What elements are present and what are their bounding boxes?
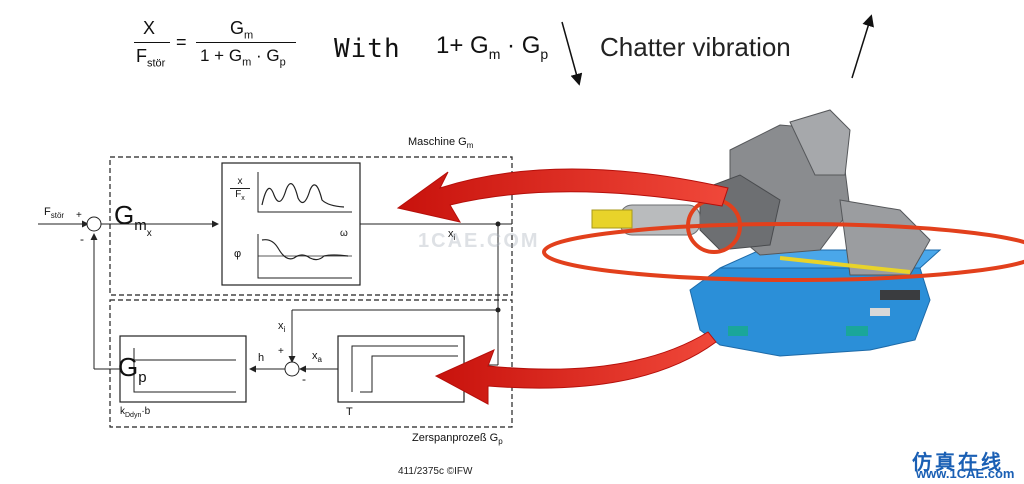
x-over-fx-label: x Fx bbox=[230, 176, 250, 202]
h-label: h bbox=[258, 352, 265, 364]
brand-watermark-url: www.1CAE.com bbox=[916, 466, 1015, 481]
minus-sign-1: - bbox=[80, 232, 84, 246]
xa-label: xa bbox=[312, 350, 322, 365]
machine-label: Maschine Gm bbox=[408, 136, 474, 151]
arrow-to-process bbox=[434, 331, 717, 405]
with-label: With bbox=[334, 34, 401, 64]
delay-step-2 bbox=[360, 355, 458, 393]
machine-highlight-ellipse bbox=[542, 222, 1024, 282]
gm-label: Gmx bbox=[114, 200, 152, 239]
lhs-denominator: Fstör bbox=[136, 46, 166, 70]
delay-t-label: T bbox=[346, 406, 353, 418]
phase-axes bbox=[257, 234, 352, 279]
rhs-numerator: Gm bbox=[230, 18, 254, 42]
process-frame bbox=[109, 299, 513, 428]
center-watermark: 1CAE.COM bbox=[418, 230, 540, 252]
process-label: Zerspanprozeß Gp bbox=[412, 432, 503, 447]
brand-watermark-cn: 仿真在线 bbox=[912, 450, 1004, 474]
arrow-to-machine bbox=[396, 168, 729, 223]
xi-output-label: xi bbox=[448, 228, 456, 243]
delay-step-1 bbox=[351, 345, 458, 392]
figure-caption: 411/2375c ©IFW bbox=[398, 466, 473, 477]
plus-sign-1: + bbox=[76, 210, 82, 221]
lhs-fraction-bar bbox=[134, 42, 170, 43]
rhs-fraction-bar bbox=[196, 42, 296, 43]
xi-feedback-label: xi bbox=[278, 320, 286, 335]
plus-sign-2: + bbox=[278, 346, 284, 357]
amplitude-curve bbox=[261, 183, 345, 208]
disturbance-input-label: Fstör bbox=[44, 206, 65, 221]
equals-sign: = bbox=[176, 32, 187, 52]
gp-label: Gp bbox=[118, 352, 147, 386]
minus-sign-2: - bbox=[302, 372, 306, 386]
phase-label: φ bbox=[234, 248, 242, 260]
transfer-function-formula: X Fstör = Gm 1 + Gm · Gp With 1+ Gm · Gp… bbox=[130, 14, 1024, 94]
chatter-vibration-label: Chatter vibration bbox=[600, 32, 791, 62]
lhs-numerator: X bbox=[143, 18, 156, 38]
loop-expression: 1+ Gm · Gp bbox=[436, 32, 549, 62]
omega-label: ω bbox=[340, 228, 348, 239]
turret-housing bbox=[729, 124, 851, 256]
machine-base bbox=[689, 267, 931, 357]
cutting-point-circle bbox=[686, 198, 742, 254]
rhs-denominator: 1 + Gm · Gp bbox=[200, 46, 286, 69]
kddyn-label: kDdyn·b bbox=[120, 406, 151, 419]
workpiece bbox=[591, 209, 633, 229]
delay-box bbox=[337, 335, 465, 403]
summing-junction-2 bbox=[284, 361, 300, 377]
amplitude-axes bbox=[257, 172, 352, 213]
machine-frame bbox=[109, 156, 513, 296]
summing-junction-1 bbox=[86, 216, 102, 232]
spindle bbox=[619, 204, 701, 236]
phase-curve bbox=[261, 239, 349, 261]
